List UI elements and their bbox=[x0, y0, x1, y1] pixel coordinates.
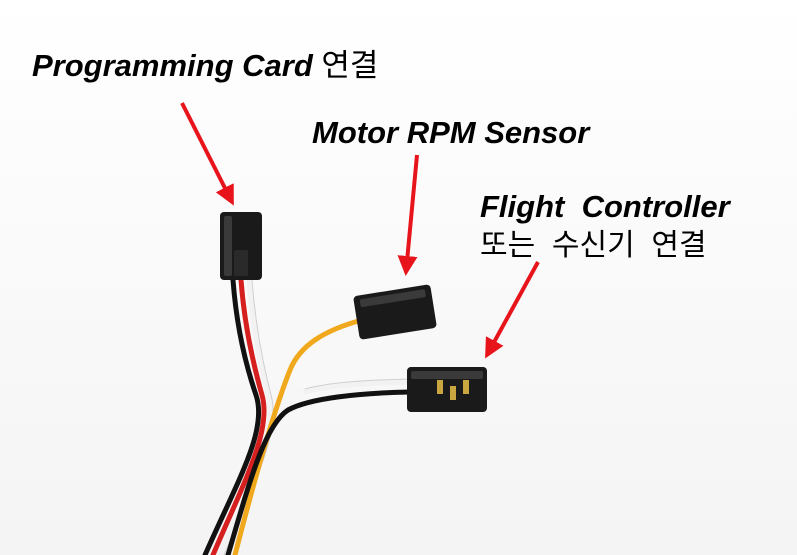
label-flight-controller: Flight Controller bbox=[480, 189, 730, 224]
connector-flight-controller bbox=[407, 367, 487, 412]
wire-white-2-edge bbox=[304, 378, 411, 390]
annotation-arrows bbox=[180, 102, 540, 359]
arrow-motor-rpm bbox=[397, 154, 419, 276]
wire-black-1 bbox=[202, 277, 262, 555]
connector-notch bbox=[234, 250, 248, 276]
label-motor-rpm-sensor: Motor RPM Sensor bbox=[312, 115, 590, 150]
label-flight-controller-subtitle: 또는 수신기 연결 bbox=[480, 229, 707, 262]
wire-white-2 bbox=[302, 379, 413, 395]
connector-highlight bbox=[224, 216, 232, 276]
connector-highlight bbox=[359, 289, 426, 307]
wires-flight-controller bbox=[225, 378, 413, 555]
wire-black-2 bbox=[225, 389, 413, 555]
pin-1 bbox=[437, 380, 443, 394]
pin-3 bbox=[463, 380, 469, 394]
label-programming-card: Programming Card 연결 bbox=[32, 50, 378, 81]
connector-motor-rpm bbox=[353, 284, 437, 340]
wire-rpm bbox=[232, 317, 365, 555]
pin-2 bbox=[450, 386, 456, 400]
wires-programming-card bbox=[202, 277, 274, 555]
wire-orange bbox=[232, 317, 365, 555]
arrow-flight-controller bbox=[485, 261, 540, 359]
label-programming-card-title: Programming Card bbox=[32, 48, 313, 83]
connector-programming-card bbox=[220, 212, 262, 280]
connector-highlight bbox=[411, 371, 483, 379]
arrow-programming-card bbox=[180, 102, 234, 206]
label-programming-card-suffix: 연결 bbox=[321, 48, 379, 83]
wire-red bbox=[210, 277, 267, 555]
